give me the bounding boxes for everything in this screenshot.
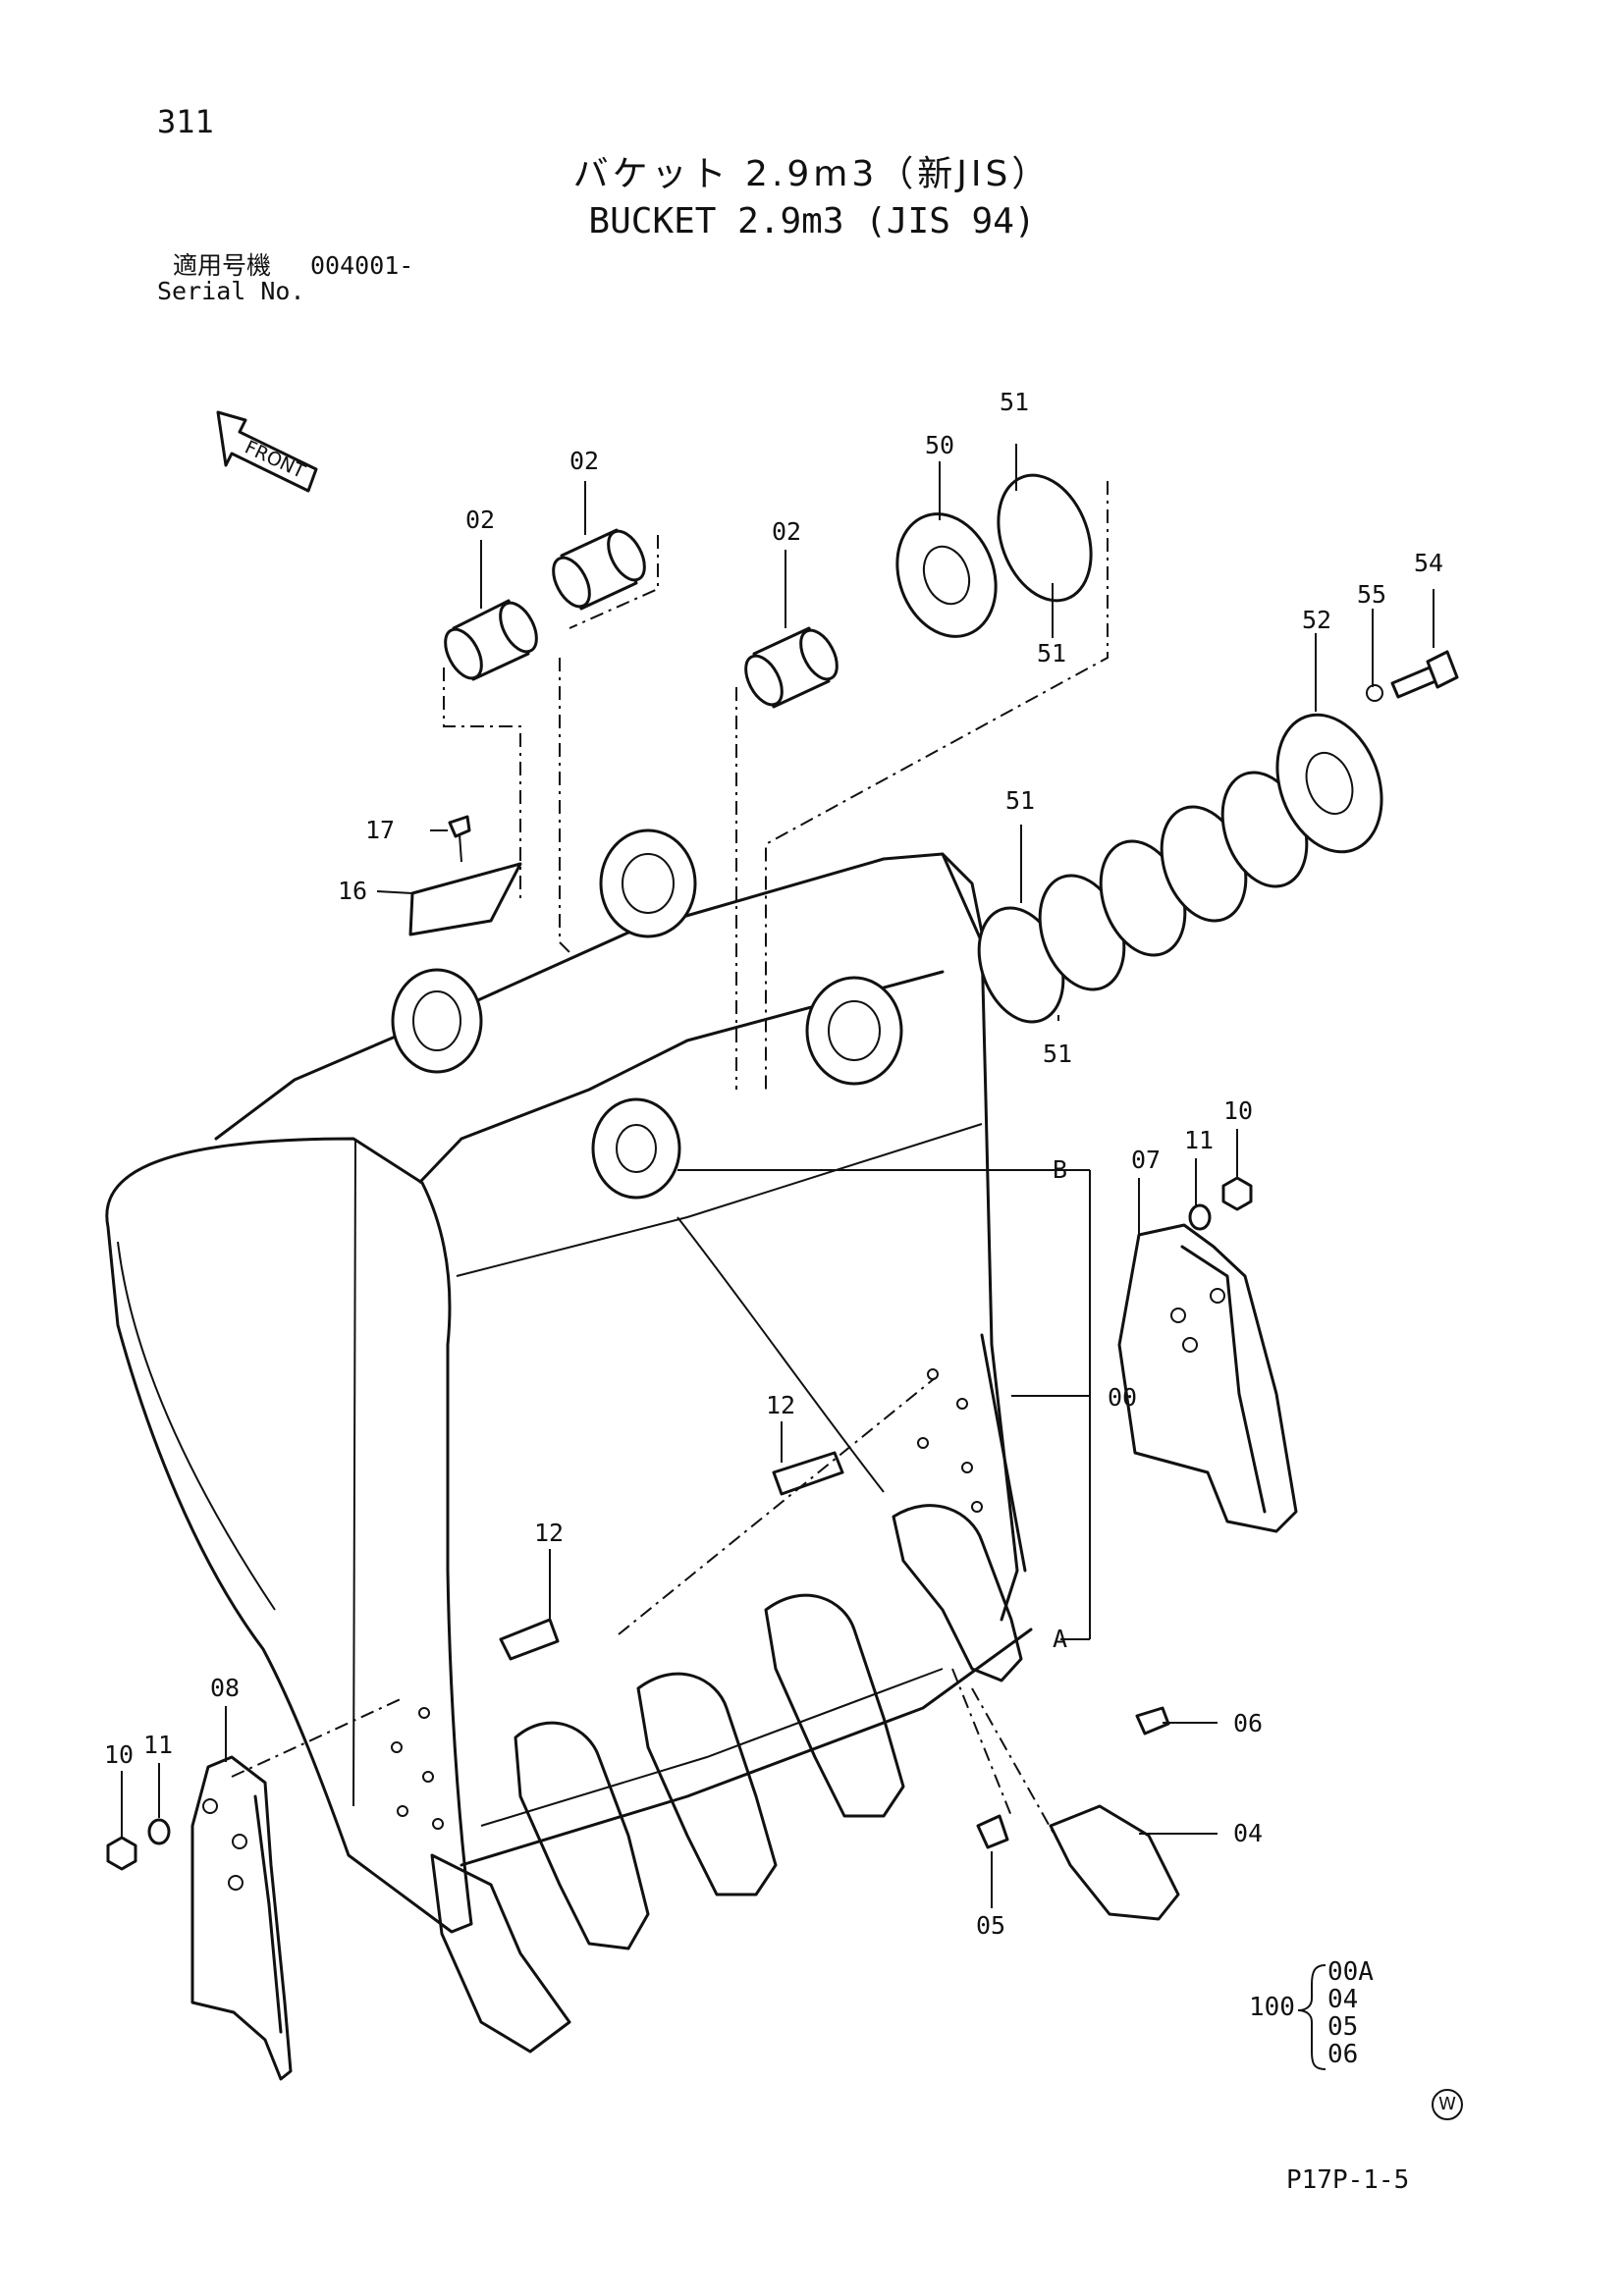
callout-pin-05: 05: [976, 1911, 1005, 1940]
assembly-item: 04: [1327, 1985, 1359, 2014]
title-japanese: バケット 2.9m3（新JIS）: [572, 154, 1052, 194]
hardware-parts: [106, 1176, 1253, 1871]
callout-shim-51-mid: 51: [1005, 786, 1035, 815]
callout-bolt-17: 17: [365, 816, 395, 844]
bucket-teeth: [430, 1504, 1180, 2054]
serial-label-japanese: 適用号機: [173, 251, 272, 280]
callout-shim-51-upper-lower: 51: [1037, 639, 1066, 667]
callout-plate-16: 16: [338, 877, 367, 905]
callout-side-cutter-07: 07: [1131, 1146, 1161, 1174]
callout-shim-51-top: 51: [1000, 388, 1029, 416]
side-cutter-parts: [190, 1223, 1298, 2081]
front-arrow-icon: FRONT: [216, 410, 318, 493]
callout-washer-11-left: 11: [143, 1731, 173, 1759]
callout-bolt-54: 54: [1414, 549, 1443, 577]
callout-plate-52: 52: [1302, 606, 1331, 634]
leader-lines: [121, 444, 1435, 1908]
callout-side-cutter-08: 08: [210, 1674, 240, 1702]
bucket-body: [105, 828, 1033, 1934]
assembly-brace: [1297, 1964, 1326, 2070]
callout-washer-55: 55: [1357, 580, 1386, 609]
callout-nut-10-right: 10: [1223, 1096, 1253, 1125]
callout-tooth-04: 04: [1233, 1819, 1263, 1847]
callout-labels: 02 02 02 50 51 51 51 51 52 55 54 17 16 B…: [104, 388, 1443, 1940]
callout-bucket-00: 00: [1108, 1383, 1137, 1412]
callout-lock-06: 06: [1233, 1709, 1263, 1737]
serial-value: 004001-: [310, 251, 414, 280]
callout-bushing-b: 02: [569, 447, 599, 475]
callout-bolt-12-upper: 12: [766, 1391, 795, 1419]
title-english: BUCKET 2.9m3 (JIS 94): [588, 201, 1036, 241]
callout-ref-b: B: [1053, 1155, 1067, 1184]
callout-ring-50: 50: [925, 431, 954, 459]
page-number: 311: [157, 103, 214, 140]
assembly-item: 00A: [1327, 1957, 1374, 1987]
callout-washer-11-right: 11: [1184, 1126, 1214, 1154]
assembly-item: 05: [1327, 2012, 1359, 2042]
callout-bolt-12-lower: 12: [534, 1519, 564, 1547]
callout-bushing-c: 02: [772, 517, 801, 546]
assembly-item: 06: [1327, 2040, 1359, 2069]
callout-ref-a: A: [1053, 1625, 1067, 1653]
assembly-quantity: 100: [1249, 1993, 1295, 2022]
drawing-code: P17P-1-5: [1286, 2165, 1410, 2195]
callout-nut-10-left: 10: [104, 1740, 134, 1769]
plate-and-bolt-parts: [408, 815, 522, 936]
callout-shim-51-mid-lower: 51: [1043, 1040, 1072, 1068]
serial-label-english: Serial No.: [157, 277, 305, 305]
pin-retainer-parts: [895, 473, 1459, 1024]
watermark-icon: W: [1432, 2089, 1463, 2120]
bushing-parts: [444, 528, 839, 709]
callout-bushing-a: 02: [465, 506, 495, 534]
